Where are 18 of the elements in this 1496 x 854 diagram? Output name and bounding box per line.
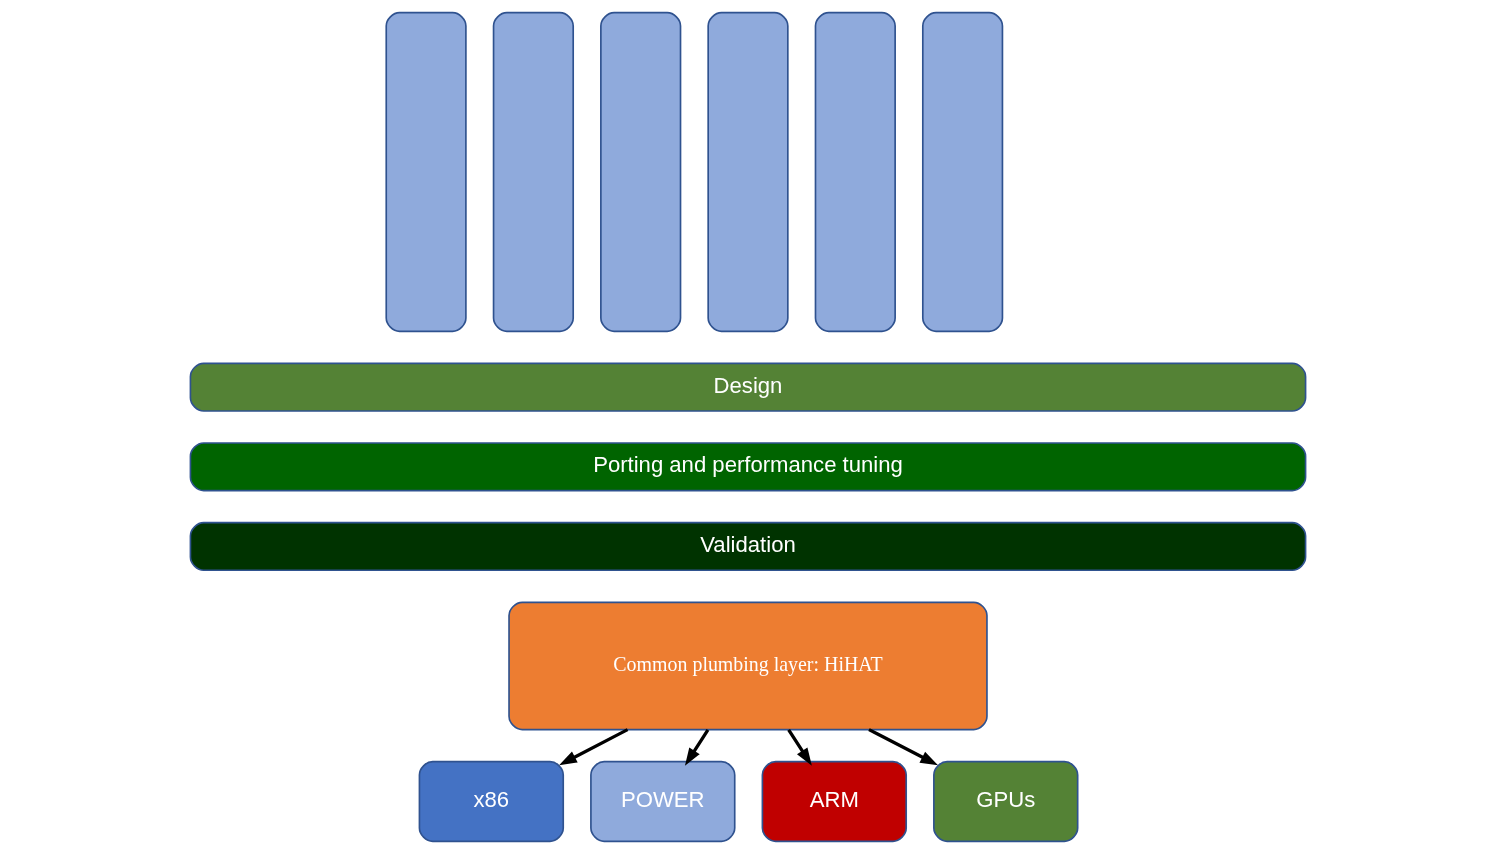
node-box: ARM <box>761 760 908 843</box>
arrow <box>684 728 710 766</box>
node-box: Porting and performance tuning <box>189 442 1307 492</box>
node-bar <box>707 11 789 333</box>
node-bar <box>600 11 682 333</box>
node-box: GPUs <box>933 760 1079 843</box>
node-bar <box>921 11 1004 333</box>
arrow <box>787 728 812 766</box>
node-box: Common plumbing layer: HiHAT <box>508 601 988 731</box>
node-bar <box>814 11 896 333</box>
arrow <box>559 728 629 766</box>
node-bar <box>385 11 467 333</box>
arrow <box>868 728 939 766</box>
node-box: POWER <box>590 760 736 843</box>
node-box: Design <box>189 362 1307 412</box>
node-bar <box>492 11 575 333</box>
node-box: Validation <box>189 521 1307 572</box>
node-box: x86 <box>418 760 565 843</box>
